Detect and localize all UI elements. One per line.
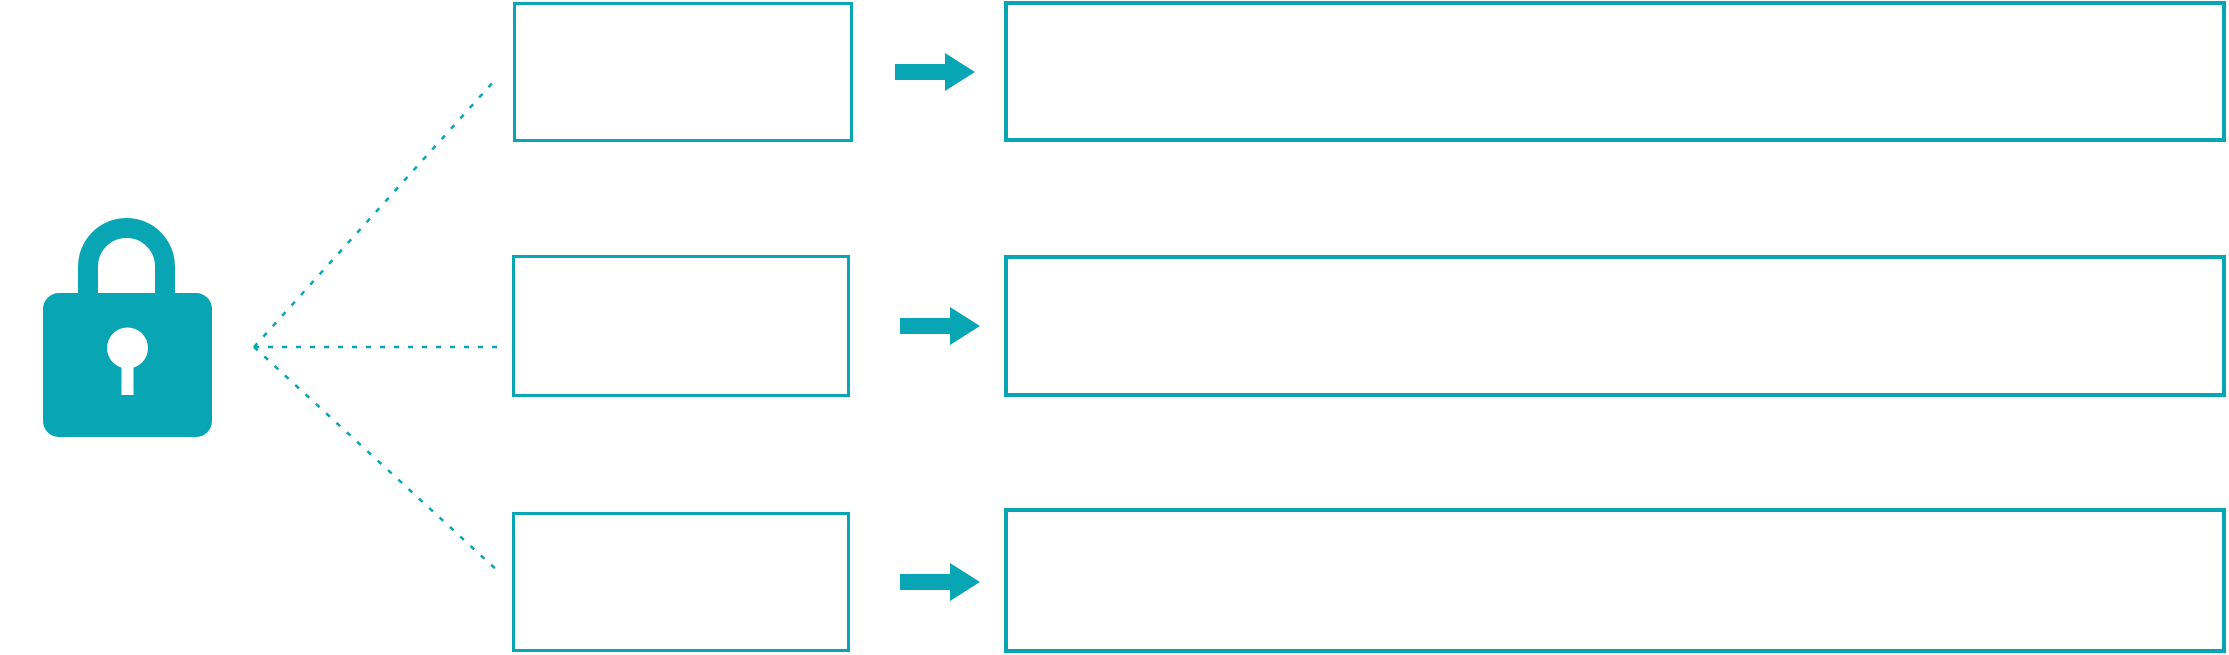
right-arrow-icon (900, 307, 980, 345)
description-box-top (1004, 1, 2226, 142)
dashed-connector-bottom (253, 346, 501, 574)
right-arrow-icon (895, 53, 975, 91)
description-box-bottom (1004, 508, 2226, 653)
right-arrow-icon (900, 563, 980, 601)
description-box-middle (1004, 255, 2226, 397)
category-box-top (513, 2, 853, 142)
dashed-connector-top (253, 79, 496, 348)
category-box-bottom (512, 512, 850, 652)
category-box-middle (512, 255, 850, 397)
lock-icon (43, 218, 212, 437)
